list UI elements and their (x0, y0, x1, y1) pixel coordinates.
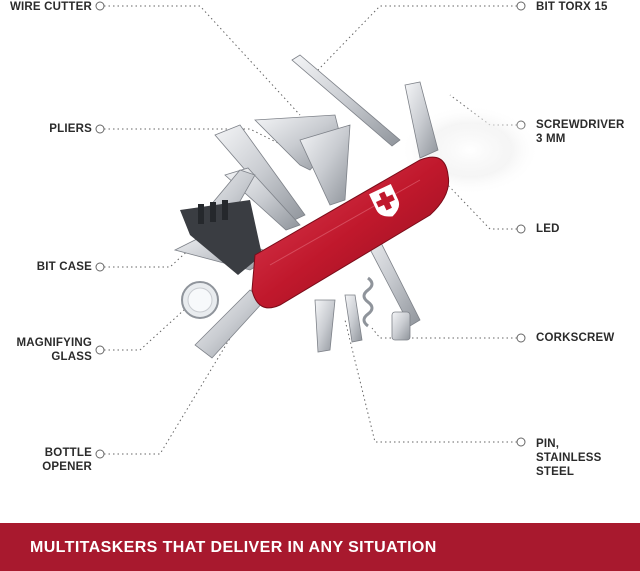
label-corkscrew: CORKSCREW (536, 332, 615, 344)
leader-led (444, 181, 517, 230)
leader-end-corkscrew (516, 333, 526, 343)
hook-tool (314, 299, 336, 353)
leader-end-pin (516, 437, 526, 447)
label-bottle-opener: BOTTLE OPENER (42, 447, 92, 473)
label-pin: PIN, STAINLESS STEEL (536, 438, 602, 478)
leader-wire-cutter (104, 5, 301, 116)
leader-end-bottle-opener (95, 449, 105, 459)
leader-end-bit-torx (516, 1, 526, 11)
red-handle (251, 156, 450, 309)
leader-end-bit-case (95, 262, 105, 272)
label-wire-cutter: WIRE CUTTER (9, 1, 92, 13)
bit-case (180, 200, 262, 275)
label-screwdriver: SCREWDRIVER 3 MM (536, 119, 625, 145)
label-pliers: PLIERS (49, 123, 92, 135)
screw-bit (391, 311, 411, 341)
swiss-army-knife-diagram (95, 1, 540, 459)
leader-end-pliers (95, 124, 105, 134)
leader-pin (344, 319, 517, 443)
banner: MULTITASKERS THAT DELIVER IN ANY SITUATI… (0, 523, 640, 571)
leader-end-magnifying-glass (95, 345, 105, 355)
label-magnifying-glass: MAGNIFYING GLASS (16, 337, 92, 363)
leader-end-wire-cutter (95, 1, 105, 11)
leader-end-led (516, 224, 526, 234)
bit-holder-tool (291, 54, 401, 147)
label-bit-case: BIT CASE (36, 261, 92, 273)
leader-corkscrew (371, 327, 517, 339)
label-led: LED (536, 223, 560, 235)
corkscrew-tool (362, 276, 374, 328)
pin-tool (344, 294, 363, 343)
leader-bit-torx (317, 5, 517, 71)
magnifying-glass-tool (181, 281, 219, 319)
bottle-opener-right-tool (404, 81, 439, 159)
leader-magnifying-glass (104, 299, 196, 351)
leader-bottle-opener (104, 329, 236, 455)
banner-text: MULTITASKERS THAT DELIVER IN ANY SITUATI… (30, 539, 437, 556)
label-bit-torx: BIT TORX 15 (536, 1, 608, 13)
swiss-cross-logo (369, 184, 400, 217)
leader-pliers (104, 128, 293, 151)
